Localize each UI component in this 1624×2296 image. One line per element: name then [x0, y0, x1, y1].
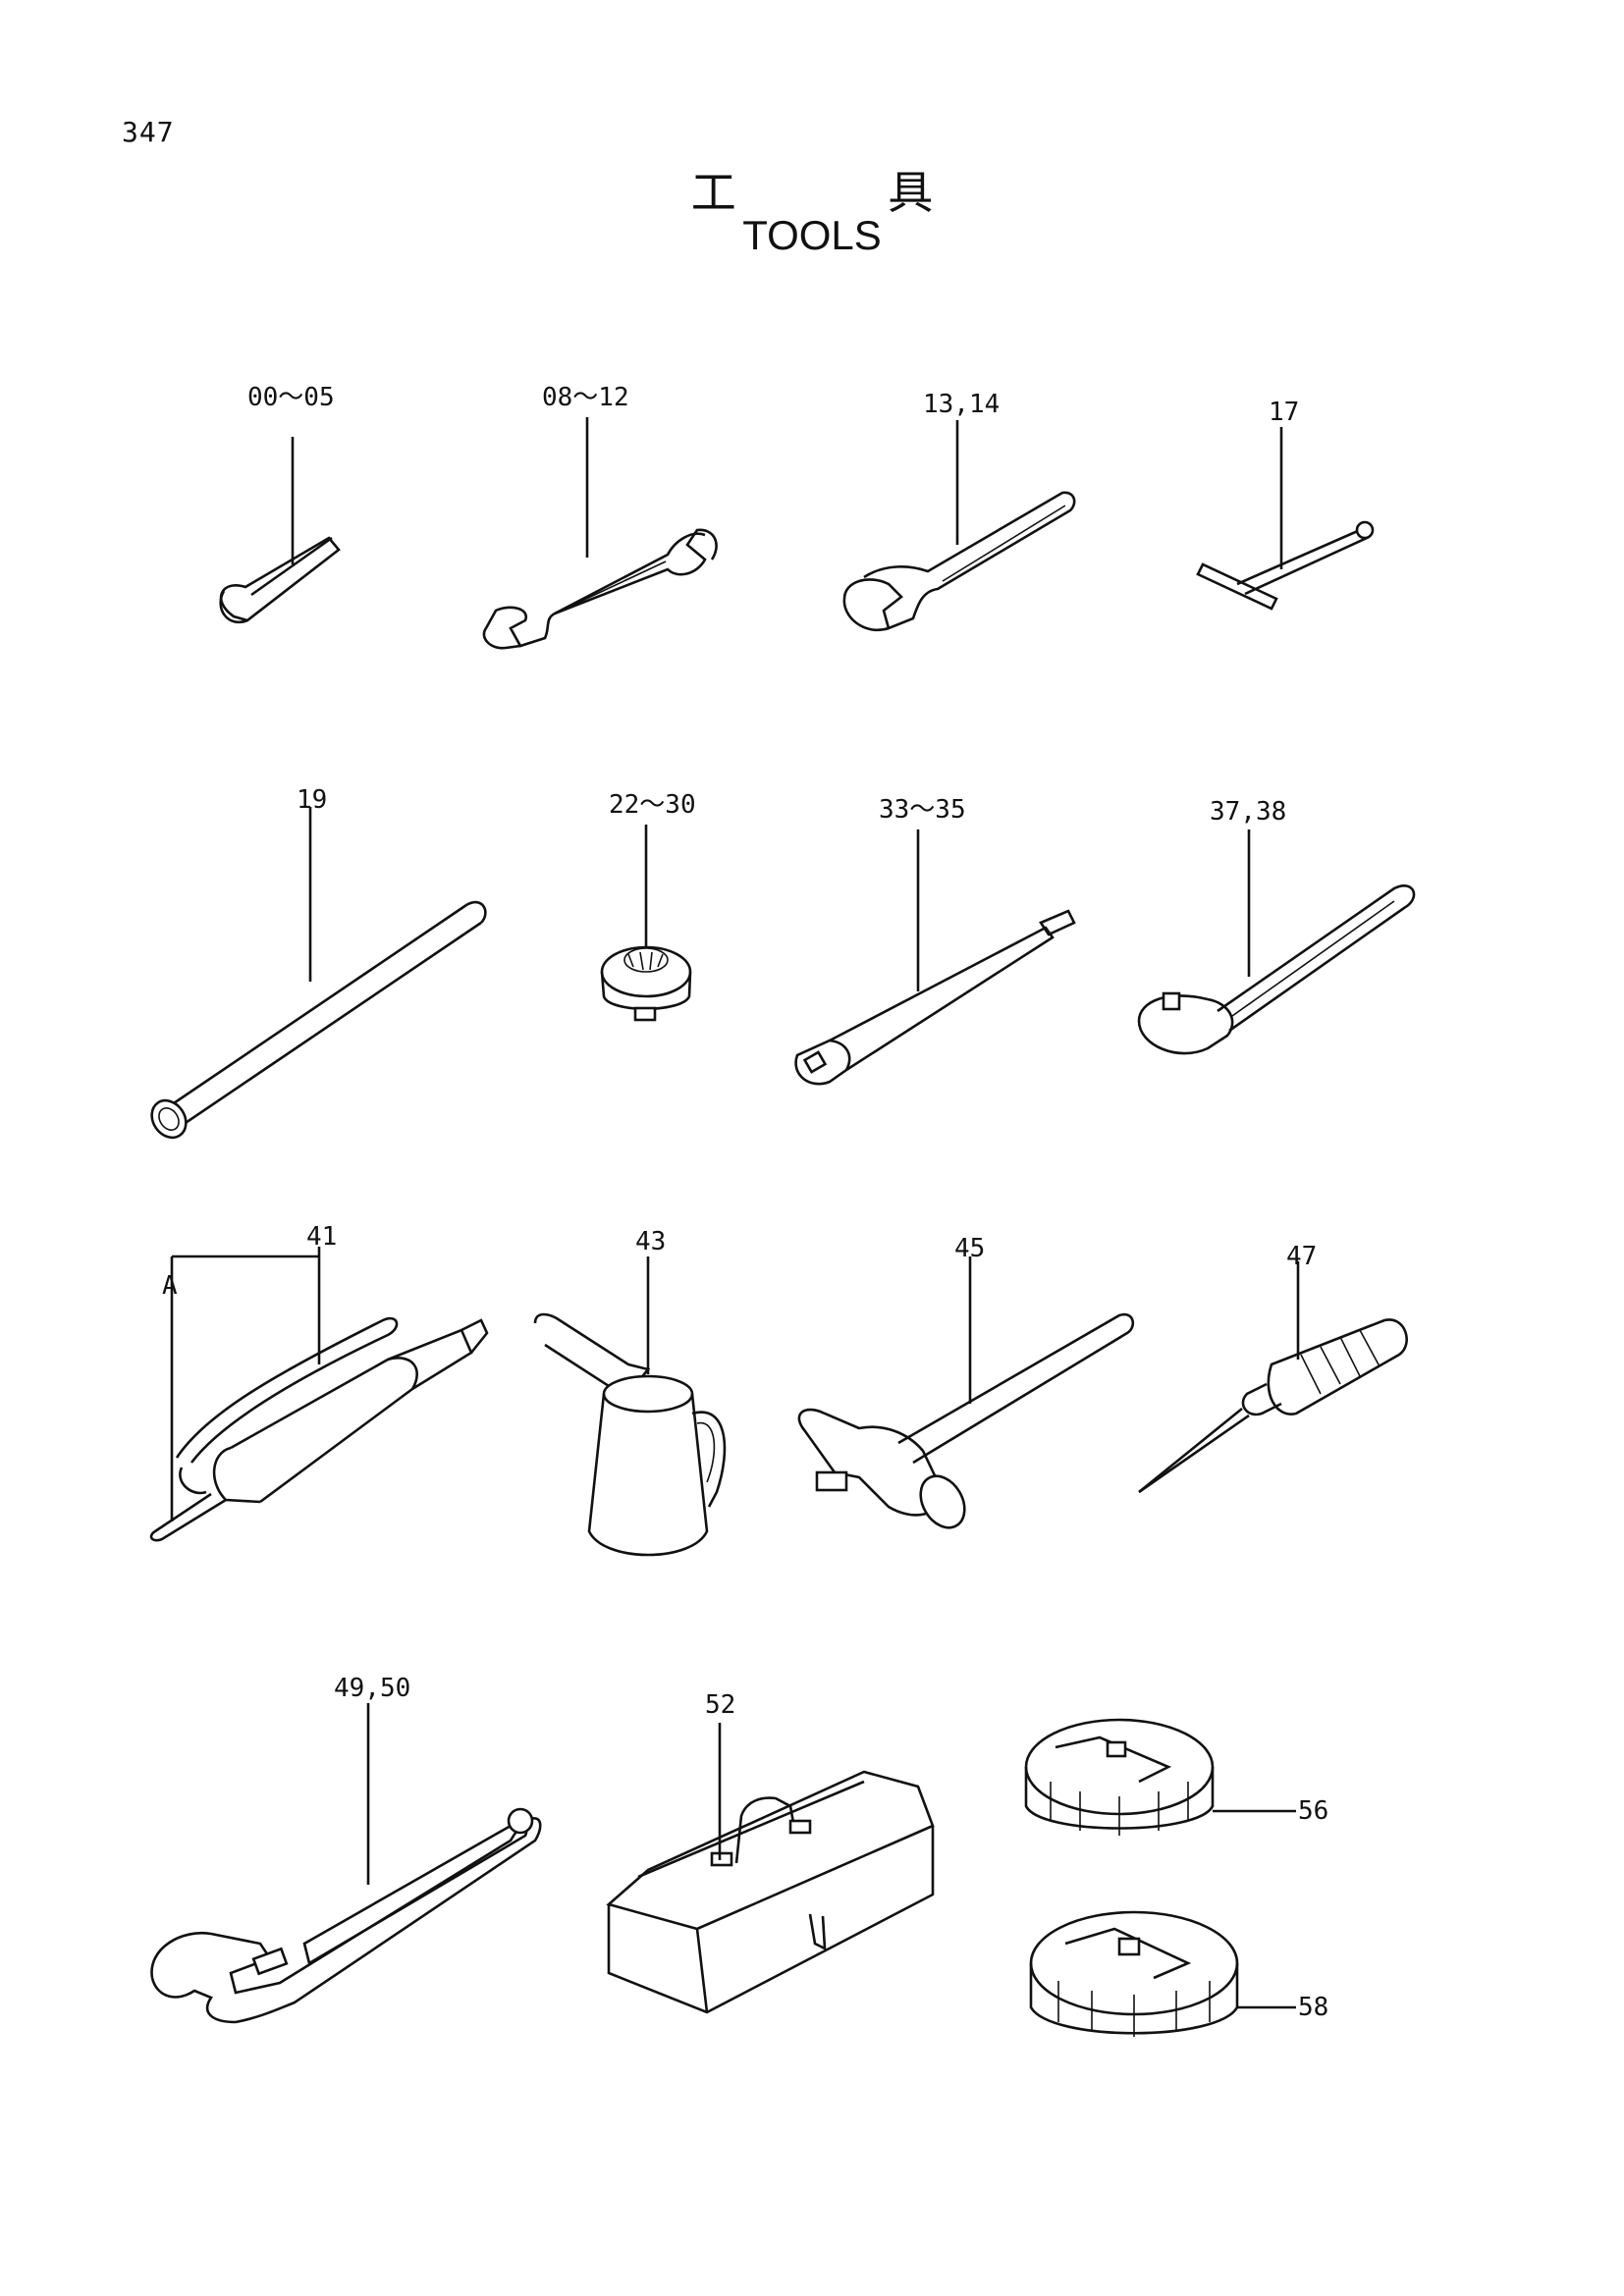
tool-box-illustration	[606, 1723, 935, 2014]
callout-socket: 22～30	[609, 790, 696, 820]
callout-grease-gun: 41	[306, 1222, 337, 1252]
callout-pipe-bar: 19	[297, 785, 327, 815]
double-open-wrench-illustration	[482, 417, 718, 650]
hex-key-illustration	[219, 437, 341, 623]
ratchet-handle-illustration	[1137, 829, 1416, 1055]
callout-adjustable-wrench: 49,50	[334, 1674, 410, 1703]
page-title-english: TOOLS	[742, 212, 882, 258]
extension-bar-illustration	[794, 829, 1076, 1086]
filter-wrench-small-illustration	[1024, 1718, 1296, 1836]
callout-single-open-wrench: 13,14	[923, 390, 1000, 419]
callout-extension-bar: 33～35	[879, 795, 966, 825]
callout-hex-key: 00～05	[247, 383, 335, 412]
callout-tool-box: 52	[705, 1690, 735, 1720]
hammer-illustration	[797, 1256, 1135, 1529]
callout-ratchet-handle: 37,38	[1210, 797, 1286, 827]
filter-wrench-large-illustration	[1029, 1910, 1296, 2037]
callout-grease-gun-detail: A	[162, 1271, 178, 1301]
single-open-wrench-illustration	[842, 420, 1076, 631]
callout-filter-wrench-large: 58	[1298, 1993, 1328, 2022]
socket-illustration	[600, 825, 692, 1022]
oil-can-illustration	[533, 1256, 727, 1557]
page-title-japanese: 工 具	[690, 166, 1002, 219]
screwdriver-illustration	[1138, 1261, 1408, 1494]
page-number: 347	[122, 116, 175, 148]
callout-oil-can: 43	[635, 1227, 666, 1256]
t-handle-wrench-illustration	[1196, 427, 1375, 611]
adjustable-wrench-illustration	[150, 1703, 542, 2024]
grease-gun-illustration	[149, 1247, 489, 1542]
callout-screwdriver: 47	[1286, 1242, 1317, 1271]
callout-t-handle-wrench: 17	[1269, 398, 1299, 427]
callout-filter-wrench-small: 56	[1298, 1796, 1328, 1826]
callout-hammer: 45	[954, 1234, 985, 1263]
pipe-bar-illustration	[150, 807, 487, 1140]
callout-double-open-wrench: 08～12	[542, 383, 629, 412]
